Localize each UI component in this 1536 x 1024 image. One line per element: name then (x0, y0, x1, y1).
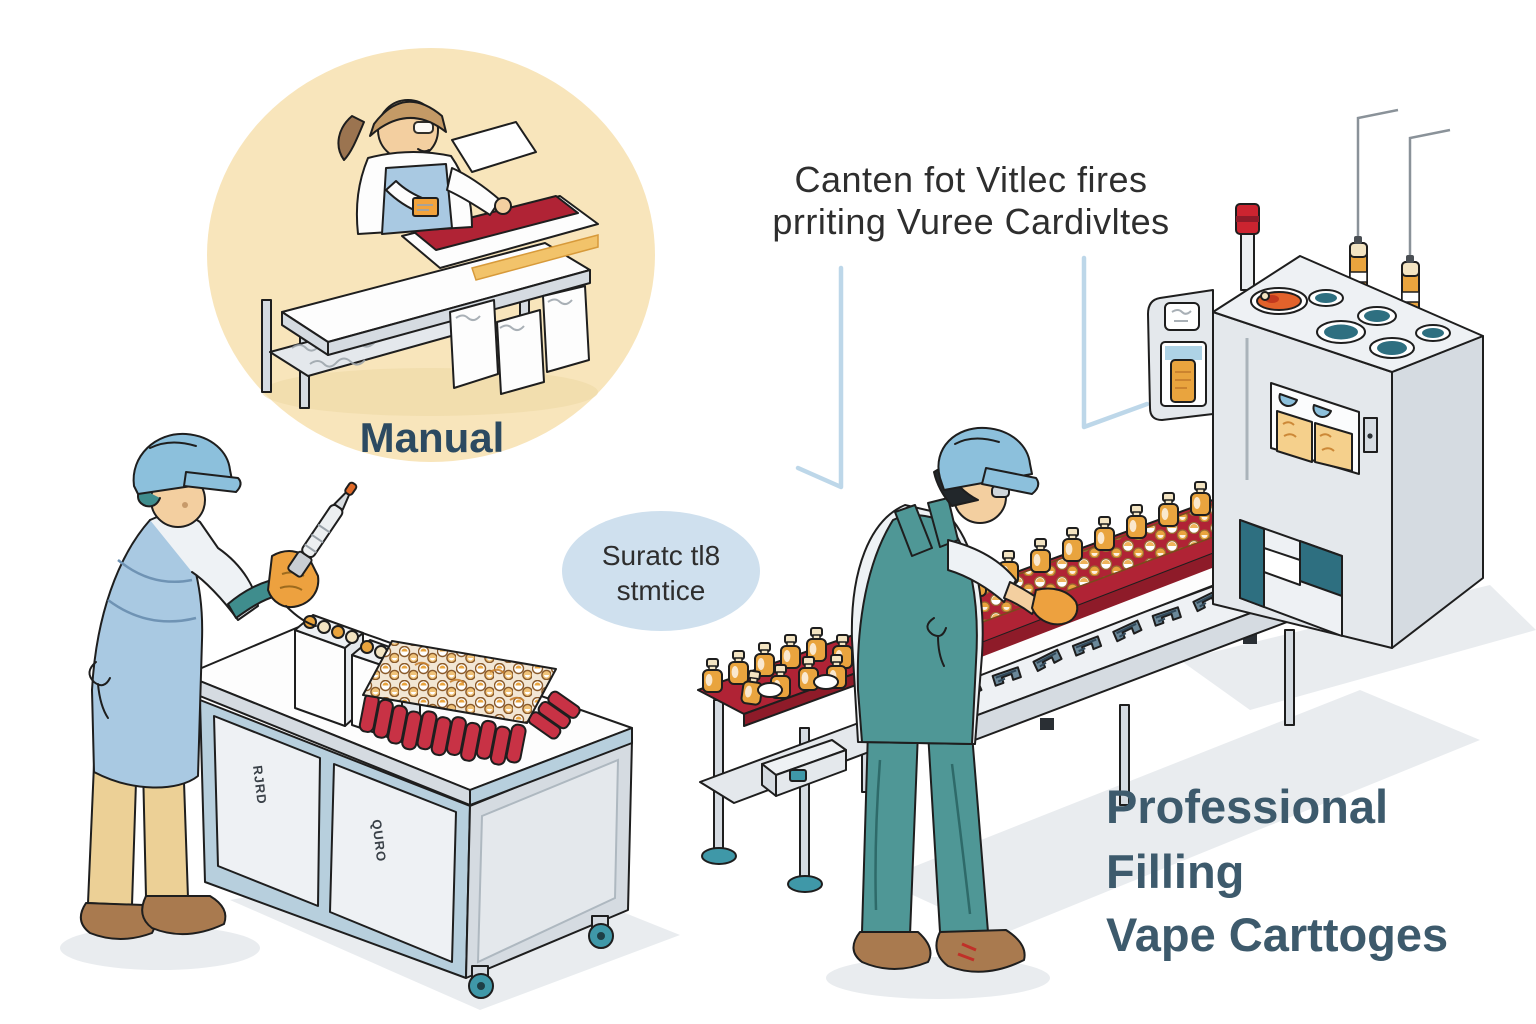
right-worker-shoe (935, 929, 1026, 973)
filling-machine (1147, 108, 1484, 649)
dial-left (1278, 393, 1298, 407)
caption-line-2: prriting Vuree Cardivltes (772, 201, 1169, 242)
apron-strap (927, 497, 959, 548)
door-label-left: RJRD (250, 765, 270, 806)
side-table-bottles (702, 627, 853, 707)
inset-circle-scene: Manual (207, 48, 655, 462)
left-worker-shoe (141, 895, 227, 936)
left-worker (60, 432, 358, 970)
heading-text: Professional Filling Vape Carttoges (1106, 780, 1448, 961)
right-worker-shoe (852, 931, 932, 970)
caption-line-1: Canten fot Vitlec fires (794, 159, 1147, 200)
syringe-cable (285, 605, 317, 627)
dispenser-unit (1147, 289, 1214, 421)
inset-orange-label (412, 197, 439, 217)
shelf-box (761, 739, 847, 797)
manual-label: Manual (360, 414, 505, 461)
inset-worker (337, 99, 512, 235)
cabinet-door-left (213, 715, 321, 907)
syringe (287, 481, 358, 578)
bubble-line-1: Suratc tl8 (602, 540, 720, 571)
hint-bubble: Suratc tl8 stmtice (562, 511, 760, 631)
deck-ports (1308, 289, 1451, 359)
left-worker-cap-brim (183, 471, 242, 493)
callout-line-right (1081, 255, 1150, 430)
machine-tunnel (1239, 519, 1343, 637)
inlet-pipe (1235, 203, 1260, 291)
bubble-line-2: stmtice (617, 575, 706, 606)
right-scene (697, 108, 1536, 999)
machine-front-panel (1270, 382, 1378, 475)
right-worker (826, 426, 1079, 999)
heading-line-1: Professional (1106, 780, 1388, 833)
inset-worker-ponytail (337, 115, 365, 161)
right-worker-cap-brim (981, 467, 1040, 495)
left-scene: RJRD QURO (60, 432, 680, 1010)
conveyor-shadow (880, 690, 1480, 935)
tray-top (362, 640, 557, 724)
heading-line-2: Filling (1106, 845, 1244, 898)
cabinet-door-right (329, 763, 457, 963)
door-label-right: QURO (369, 819, 389, 864)
inset-workbench (261, 121, 599, 409)
machine-shadow (1180, 585, 1536, 710)
cartridge-tray (358, 640, 581, 766)
apron-tie (926, 617, 947, 667)
apron-strap (894, 504, 933, 557)
right-worker-pants (861, 729, 919, 936)
tray-cylinders (358, 690, 581, 766)
inset-worker-headwrap (369, 100, 447, 137)
machine-top-deck (1212, 255, 1484, 373)
needle-2 (1401, 128, 1451, 321)
deck-tray (1250, 287, 1308, 315)
dial-right (1312, 404, 1332, 418)
callout-line-left (795, 265, 844, 490)
needle-1 (1349, 108, 1399, 300)
apron-tie-bow (88, 661, 111, 719)
heading-line-3: Vape Carttoges (1106, 908, 1448, 961)
inset-worker-safety-glasses (413, 121, 434, 134)
right-worker-glove (1031, 587, 1079, 626)
